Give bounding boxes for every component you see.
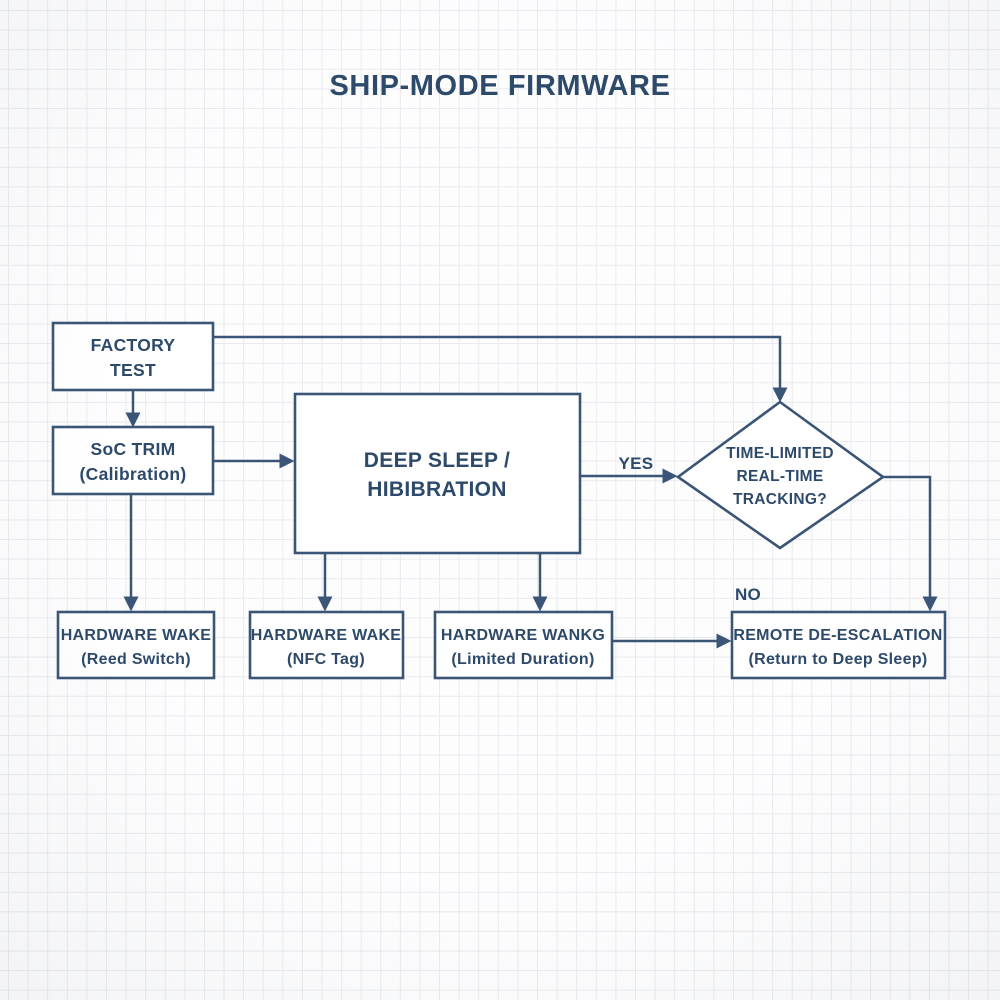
node-remote-deescalation-line1: REMOTE DE-ESCALATION — [733, 627, 942, 644]
node-hw-wake-nfc-line2: (NFC Tag) — [287, 651, 365, 668]
node-decision-diamond: TIME-LIMITED REAL-TIME TRACKING? — [675, 400, 886, 550]
node-deep-sleep: DEEP SLEEP / HIBIBRATION — [293, 392, 582, 555]
node-deep-sleep-line2: HIBIBRATION — [367, 478, 506, 501]
node-soc-trim-line2: (Calibration) — [80, 464, 187, 484]
node-hw-wake-reed-line1: HARDWARE WAKE — [61, 627, 212, 644]
edge-label-no: NO — [735, 585, 761, 604]
node-hw-wake-reed: HARDWARE WAKE (Reed Switch) — [56, 610, 216, 680]
node-factory-test-line1: FACTORY — [91, 335, 176, 355]
edge-label-yes: YES — [619, 454, 654, 473]
node-soc-trim: SoC TRIM (Calibration) — [51, 425, 215, 496]
node-decision-line3: TRACKING? — [733, 491, 827, 508]
node-soc-trim-line1: SoC TRIM — [90, 439, 175, 459]
node-hw-wake-limited-line2: (Limited Duration) — [451, 651, 594, 668]
edge-factory-to-decision — [213, 335, 788, 403]
edges — [123, 335, 938, 649]
node-decision-line2: REAL-TIME — [736, 468, 823, 485]
edge-decision-to-remote-no — [883, 475, 938, 612]
node-remote-deescalation-line2: (Return to Deep Sleep) — [748, 651, 927, 668]
node-factory-test-line2: TEST — [110, 360, 156, 380]
node-hw-wake-limited-line1: HARDWARE WANKG — [441, 627, 605, 644]
node-hw-wake-nfc-line1: HARDWARE WAKE — [251, 627, 402, 644]
diagram-title: SHIP-MODE FIRMWARE — [329, 70, 670, 102]
node-hw-wake-reed-line2: (Reed Switch) — [81, 651, 191, 668]
node-decision-line1: TIME-LIMITED — [726, 445, 834, 462]
node-deep-sleep-line1: DEEP SLEEP / — [364, 449, 510, 472]
node-hw-wake-nfc: HARDWARE WAKE (NFC Tag) — [248, 610, 405, 680]
node-remote-deescalation: REMOTE DE-ESCALATION (Return to Deep Sle… — [730, 610, 947, 680]
node-factory-test: FACTORY TEST — [51, 321, 215, 392]
node-hw-wake-limited: HARDWARE WANKG (Limited Duration) — [433, 610, 614, 680]
